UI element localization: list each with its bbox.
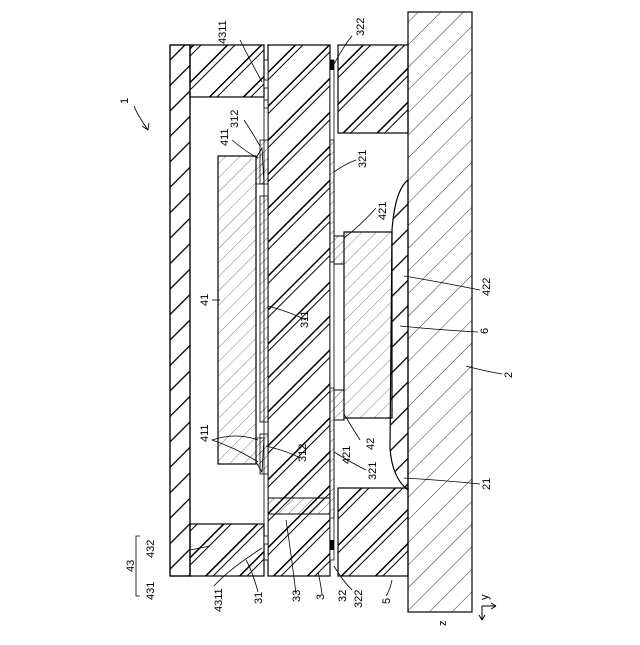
label-321-top: 321: [357, 150, 369, 168]
label-32: 32: [337, 590, 349, 602]
contact-4311-top-2: [264, 100, 268, 108]
label-43: 43: [125, 560, 137, 572]
label-6: 6: [479, 328, 491, 334]
wiring-322-top: [330, 60, 334, 70]
label-411-bottom: 411: [199, 424, 211, 442]
wiring-311: [260, 196, 268, 422]
label-33: 33: [291, 590, 303, 602]
label-axis-z: z: [437, 621, 449, 627]
label-422: 422: [481, 278, 493, 296]
label-4311-bottom: 4311: [213, 588, 225, 612]
label-1: 1: [119, 98, 131, 104]
label-3: 3: [315, 594, 327, 600]
via-33: [268, 498, 330, 514]
block-432-bottom: [190, 524, 264, 576]
heat-sink-2: [408, 12, 472, 612]
label-311: 311: [299, 310, 311, 328]
casing-431: [170, 45, 190, 576]
mold-5-top: [338, 45, 408, 133]
wiring-321-top: [330, 140, 334, 262]
axis-indicator: [479, 603, 496, 620]
label-431: 431: [145, 582, 157, 600]
label-321-bottom: 321: [367, 462, 379, 480]
pad-421-bottom: [334, 390, 344, 420]
label-421-bottom: 421: [341, 446, 353, 464]
label-21: 21: [481, 478, 493, 490]
label-411-top: 411: [219, 128, 231, 146]
label-31: 31: [253, 592, 265, 604]
label-322-bottom: 322: [353, 590, 365, 608]
mold-5-bottom: [338, 488, 408, 576]
label-42: 42: [365, 438, 377, 450]
label-5: 5: [381, 598, 393, 604]
label-322-top: 322: [355, 18, 367, 36]
adhesive-6: [390, 180, 408, 490]
wiring-322-bottom: [330, 540, 334, 550]
label-312-top: 312: [229, 110, 241, 128]
label-41: 41: [199, 294, 211, 306]
ref-1-arrow: [134, 106, 149, 130]
label-2: 2: [503, 372, 515, 378]
pad-421-top: [334, 236, 344, 264]
label-421-top: 421: [377, 202, 389, 220]
chip-42: [344, 232, 392, 418]
chip-41: [218, 156, 256, 464]
contact-4311-top: [264, 80, 268, 88]
label-axis-y: y: [479, 594, 491, 600]
label-432: 432: [145, 540, 157, 558]
label-4311-top: 4311: [217, 20, 229, 44]
block-432-top: [190, 45, 264, 97]
label-312-bottom: 312: [297, 444, 309, 462]
contact-4311-bottom: [264, 536, 268, 544]
wiring-321-bottom: [330, 388, 334, 518]
